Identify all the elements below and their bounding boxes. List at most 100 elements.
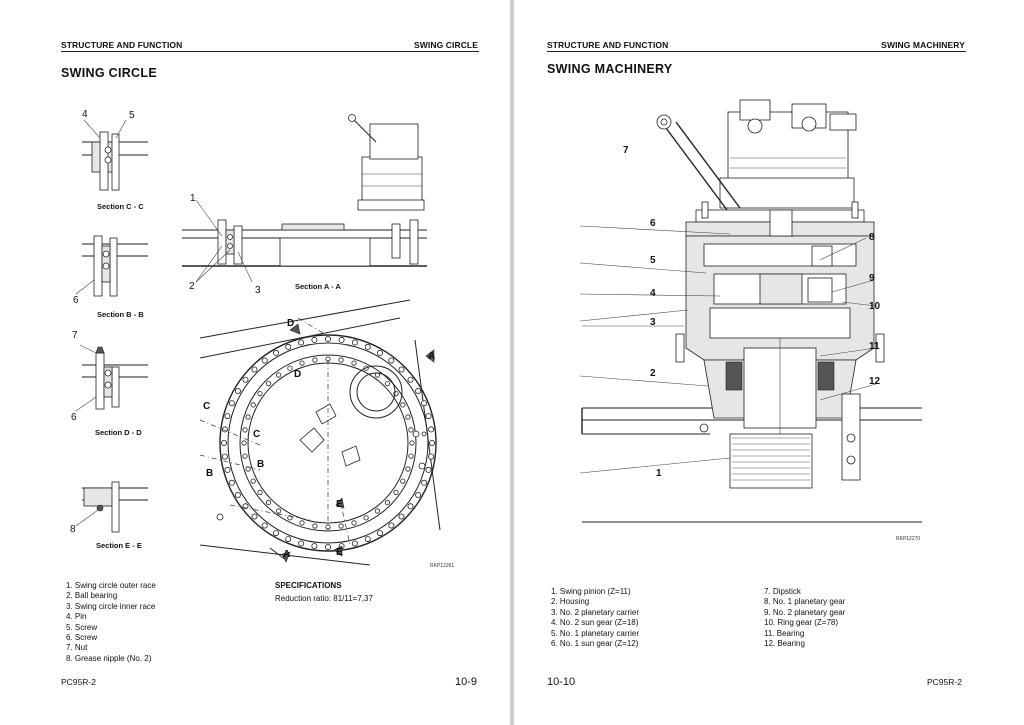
part-item: 7. Dipstick [764, 587, 801, 596]
bolt-hole [261, 357, 268, 364]
bolt-hole [400, 478, 406, 484]
drawing-code-right: RKP12270 [896, 536, 921, 542]
bolt-hole [234, 491, 241, 498]
view-letter-e-mid: E [336, 499, 343, 510]
bolt-hole [376, 530, 383, 537]
callout-1: 1 [190, 193, 196, 204]
section-ee-drawing [75, 481, 148, 533]
bolt-hole [257, 391, 263, 397]
parts-list-right-col2: 7. Dipstick 8. No. 1 planetary gear 9. N… [764, 587, 845, 649]
callout-7: 7 [72, 330, 78, 341]
callout-8: 8 [869, 232, 875, 243]
header-rule [547, 51, 966, 52]
part-item: 6. No. 1 sun gear (Z=12) [551, 639, 639, 649]
footer-page-number: 10-10 [547, 676, 576, 688]
bolt-hole [312, 523, 318, 529]
bolt-hole [364, 343, 371, 350]
header-section-label: STRUCTURE AND FUNCTION [61, 40, 183, 50]
bolt-hole [220, 439, 227, 446]
part-item: 11. Bearing [764, 628, 805, 638]
callout-2: 2 [650, 368, 656, 379]
view-letter-b-mid: B [257, 459, 265, 470]
parts-list-right-col1: 1. Swing pinion (Z=11) 2. Housing 3. No.… [551, 587, 639, 649]
bolt-hole [376, 349, 383, 356]
view-letter-a-bottom: A [283, 549, 291, 560]
header-rule [61, 51, 479, 52]
callout-6-top: 6 [73, 295, 79, 306]
bolt-hole [428, 453, 435, 460]
bolt-hole [261, 522, 268, 529]
section-dd-label: Section D - D [95, 428, 142, 437]
bolt-hole [257, 489, 263, 495]
view-letter-c-left: C [203, 401, 211, 412]
part-item: 4. Pin [66, 612, 87, 622]
part-item: 12. Bearing [764, 639, 805, 649]
callout-5: 5 [650, 255, 656, 266]
bolt-hole [338, 523, 344, 529]
footer-model: PC95R-2 [61, 677, 96, 687]
bolt-hole [266, 499, 272, 505]
section-aa-label: Section A - A [295, 282, 341, 291]
section-cc-label: Section C - C [97, 202, 144, 211]
bolt-hole [251, 366, 258, 373]
bolt-hole [287, 365, 293, 371]
bolt-hole [415, 388, 422, 395]
bolt-hole [285, 343, 292, 350]
reduction-ratio-text: Reduction ratio: 81/11=7,37 [275, 594, 373, 603]
bolt-hole [299, 520, 305, 526]
part-item: 5. Screw [66, 622, 98, 632]
callout-1: 1 [656, 468, 662, 479]
callout-6: 6 [650, 218, 656, 229]
bolt-hole [351, 360, 357, 366]
callout-4: 4 [82, 109, 88, 120]
bolt-hole [250, 478, 256, 484]
bolt-hole [298, 540, 305, 547]
bolt-hole [285, 536, 292, 543]
bolt-hole [425, 466, 432, 473]
bolt-hole [276, 508, 282, 514]
bolt-hole [408, 427, 414, 433]
header-section-label: STRUCTURE AND FUNCTION [547, 40, 669, 50]
part-item: 2. Ball bearing [66, 591, 118, 601]
part-item: 2. Housing [551, 597, 590, 607]
bolt-hole [324, 543, 331, 550]
section-aa-drawing [182, 114, 427, 283]
drawing-code-left: RKP12261 [430, 563, 455, 569]
view-letter-b-left: B [206, 468, 214, 479]
bolt-hole [351, 520, 357, 526]
bolt-hole [421, 400, 428, 407]
part-item: 7. Nut [66, 643, 88, 653]
bolt-hole [384, 381, 390, 387]
bolt-hole [234, 388, 241, 395]
bolt-hole [224, 413, 231, 420]
bolt-hole [245, 414, 251, 420]
bolt-hole [338, 357, 344, 363]
bolt-hole [351, 540, 358, 547]
section-bb-label: Section B - B [97, 310, 144, 319]
bolt-hole [276, 372, 282, 378]
part-item: 8. Grease nipple (No. 2) [66, 653, 152, 663]
callout-9: 9 [869, 273, 875, 284]
bolt-hole [228, 479, 235, 486]
bolt-hole [364, 536, 371, 543]
bolt-hole [421, 479, 428, 486]
bolt-hole [405, 466, 411, 472]
bolt-hole [351, 339, 358, 346]
bolt-hole [388, 357, 395, 364]
part-item: 4. No. 2 sun gear (Z=18) [551, 618, 639, 628]
swing-machinery-cross-section [579, 99, 922, 523]
part-item: 9. No. 2 planetary gear [764, 607, 846, 617]
section-bb-drawing [75, 235, 148, 297]
bolt-hole [251, 513, 258, 520]
bolt-hole [273, 530, 280, 537]
part-item: 1. Swing circle outer race [66, 581, 156, 590]
part-item: 3. No. 2 planetary carrier [551, 607, 640, 617]
part-item: 3. Swing circle inner race [66, 601, 156, 611]
callout-10: 10 [869, 301, 881, 312]
callout-8: 8 [70, 524, 76, 535]
bolt-hole [428, 439, 435, 446]
page-title: SWING CIRCLE [61, 66, 157, 80]
callout-12: 12 [869, 376, 881, 387]
bolt-hole [250, 402, 256, 408]
bolt-hole [299, 360, 305, 366]
